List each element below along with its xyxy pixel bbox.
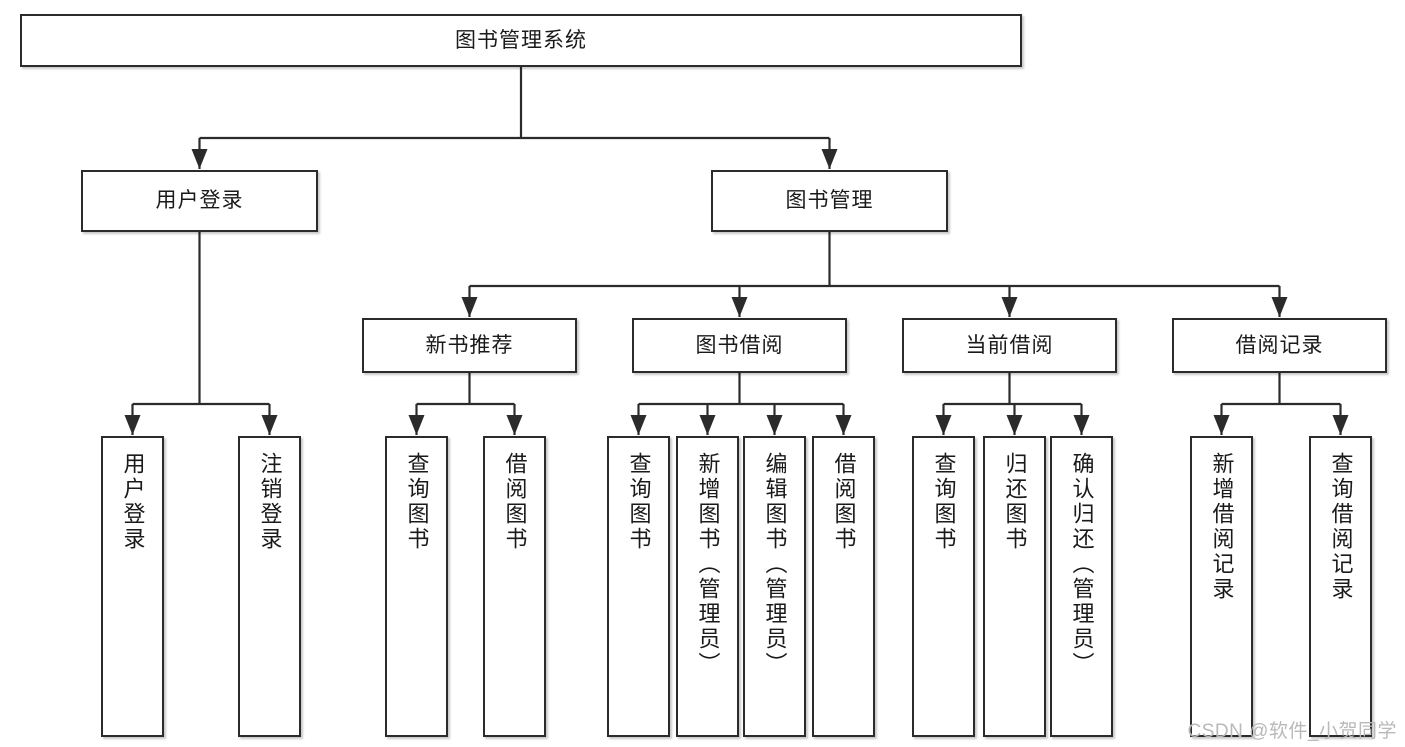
node-user-login[interactable]: 用户登录 <box>81 170 318 232</box>
node-leaf-return-book-label: 归还图书 <box>1002 452 1028 552</box>
node-current-borrow[interactable]: 当前借阅 <box>902 318 1117 373</box>
node-leaf-logout-label: 注销登录 <box>257 452 283 552</box>
node-leaf-add-record[interactable]: 新增借阅记录 <box>1190 436 1253 737</box>
node-current-borrow-label: 当前借阅 <box>965 333 1054 357</box>
node-leaf-query-book-b[interactable]: 查询图书 <box>607 436 670 737</box>
node-user-login-label: 用户登录 <box>155 189 244 213</box>
node-book-borrow-label: 图书借阅 <box>695 333 784 357</box>
node-new-book-recommend-label: 新书推荐 <box>425 333 514 357</box>
node-leaf-add-book-label: 新增图书（管理员） <box>695 452 721 677</box>
node-leaf-query-book-c[interactable]: 查询图书 <box>912 436 975 737</box>
node-leaf-confirm-return[interactable]: 确认归还（管理员） <box>1050 436 1113 737</box>
node-leaf-query-record[interactable]: 查询借阅记录 <box>1309 436 1372 737</box>
node-leaf-borrow-book-b[interactable]: 借阅图书 <box>812 436 875 737</box>
node-leaf-edit-book[interactable]: 编辑图书（管理员） <box>743 436 806 737</box>
node-book-manage[interactable]: 图书管理 <box>711 170 948 232</box>
node-leaf-user-login-label: 用户登录 <box>120 452 146 552</box>
node-borrow-record[interactable]: 借阅记录 <box>1172 318 1387 373</box>
node-leaf-query-record-label: 查询借阅记录 <box>1328 452 1354 602</box>
node-root[interactable]: 图书管理系统 <box>20 14 1022 67</box>
node-borrow-record-label: 借阅记录 <box>1235 333 1324 357</box>
node-leaf-add-record-label: 新增借阅记录 <box>1209 452 1235 602</box>
node-book-manage-label: 图书管理 <box>785 189 874 213</box>
node-root-label: 图书管理系统 <box>455 28 587 52</box>
node-leaf-user-login[interactable]: 用户登录 <box>101 436 164 737</box>
node-leaf-borrow-book-b-label: 借阅图书 <box>831 452 857 552</box>
node-leaf-add-book[interactable]: 新增图书（管理员） <box>676 436 739 737</box>
node-leaf-confirm-return-label: 确认归还（管理员） <box>1069 452 1095 677</box>
node-leaf-query-book-c-label: 查询图书 <box>931 452 957 552</box>
node-leaf-logout[interactable]: 注销登录 <box>238 436 301 737</box>
node-book-borrow[interactable]: 图书借阅 <box>632 318 847 373</box>
node-leaf-query-book-a[interactable]: 查询图书 <box>385 436 448 737</box>
node-leaf-return-book[interactable]: 归还图书 <box>983 436 1046 737</box>
node-leaf-borrow-book-a[interactable]: 借阅图书 <box>483 436 546 737</box>
node-leaf-query-book-a-label: 查询图书 <box>404 452 430 552</box>
watermark: CSDN @软件_小贺同学 <box>1187 721 1397 742</box>
node-leaf-borrow-book-a-label: 借阅图书 <box>502 452 528 552</box>
node-leaf-edit-book-label: 编辑图书（管理员） <box>762 452 788 677</box>
node-leaf-query-book-b-label: 查询图书 <box>626 452 652 552</box>
node-new-book-recommend[interactable]: 新书推荐 <box>362 318 577 373</box>
